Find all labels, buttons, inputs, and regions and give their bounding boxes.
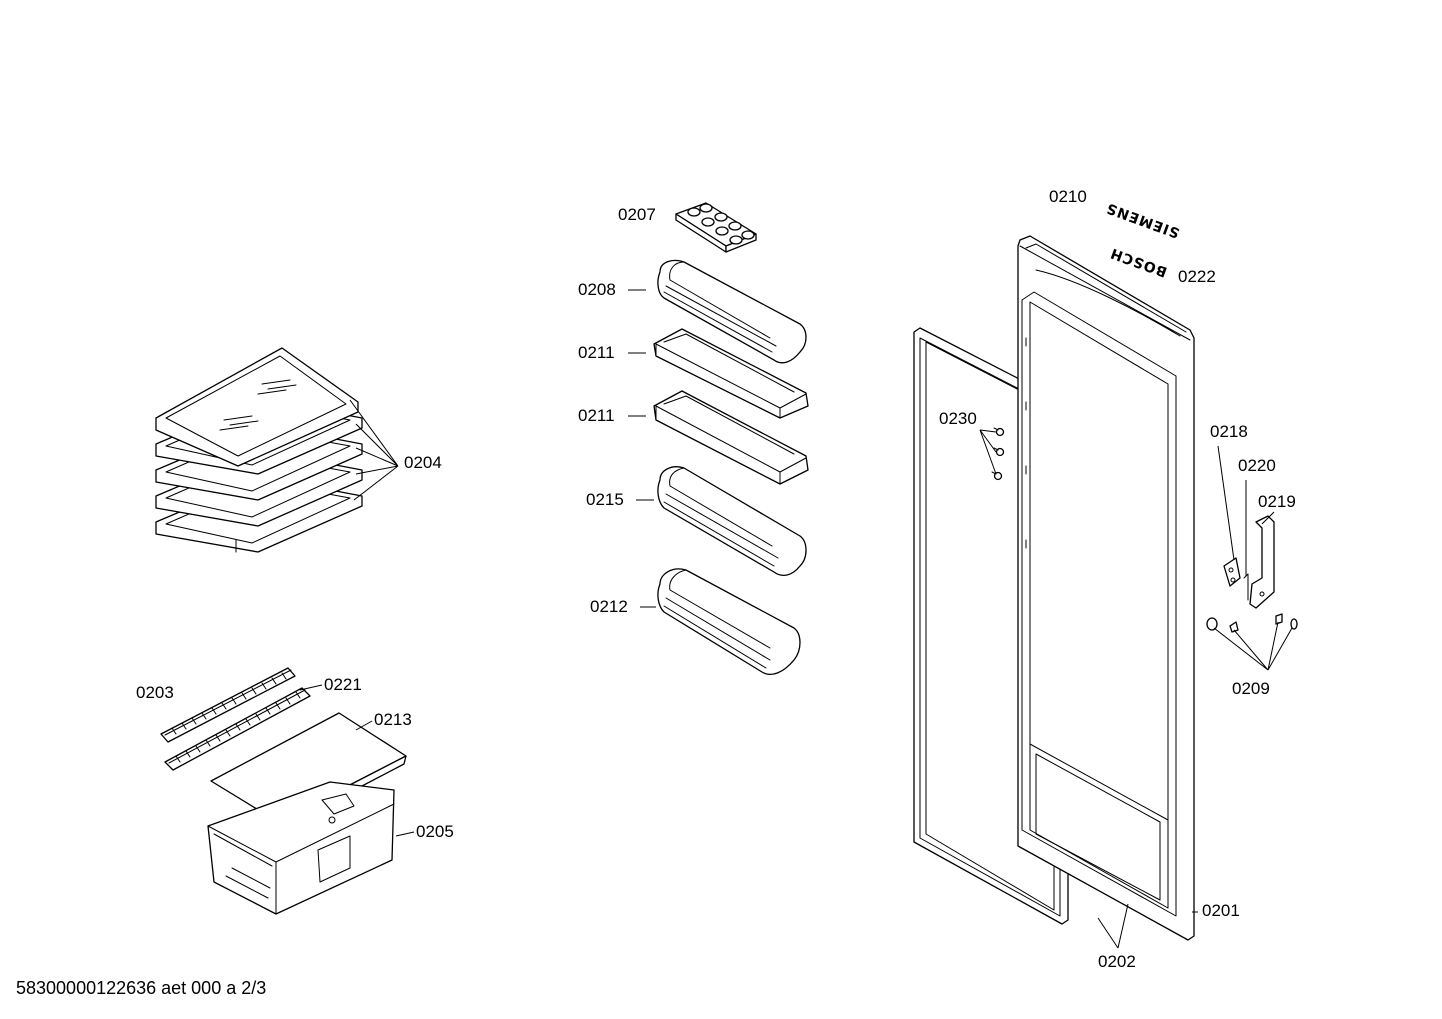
callout-0211-b: 0211 (578, 406, 615, 425)
callout-0202: 0202 (1098, 952, 1136, 971)
crisper-strip-0221 (164, 687, 311, 771)
screw (991, 471, 1003, 481)
leader-0221 (299, 684, 323, 691)
brand-bosch: BOSCH (1108, 244, 1170, 279)
leader-0209 (1213, 621, 1293, 671)
cap (1206, 617, 1218, 631)
egg-tray (675, 202, 757, 253)
door-shelf-0208 (657, 259, 807, 364)
leader-0218 (1217, 445, 1235, 561)
callout-0222: 0222 (1178, 267, 1216, 286)
door-screws (991, 427, 1005, 481)
callout-0210: 0210 (1049, 187, 1087, 206)
crisper-strip-0203 (160, 667, 296, 743)
callout-0213: 0213 (374, 710, 412, 729)
cap (1290, 618, 1298, 630)
door-shelf-0211-upper (653, 328, 809, 419)
leader-0219 (1261, 511, 1275, 525)
leader-0213 (355, 720, 373, 731)
callout-0215: 0215 (586, 490, 624, 509)
callout-0203: 0203 (136, 683, 174, 702)
callout-0201: 0201 (1202, 901, 1240, 920)
callout-0204: 0204 (404, 453, 442, 472)
door-shelf-0212 (657, 568, 801, 675)
screw (1275, 613, 1283, 625)
door-shelf-0215 (657, 466, 807, 577)
document-id: 58300000122636 aet 000 a 2/3 (16, 978, 267, 998)
leader-0202 (1097, 903, 1129, 949)
callout-0209: 0209 (1232, 679, 1270, 698)
glass-shelf-top (155, 347, 359, 467)
glass-shelves-stack (155, 347, 363, 553)
callout-0211-a: 0211 (578, 343, 615, 362)
hinge-fasteners-0209 (1206, 613, 1298, 633)
callout-0205: 0205 (416, 822, 454, 841)
callout-0219: 0219 (1258, 492, 1296, 511)
screw (993, 447, 1005, 457)
screw (1229, 621, 1239, 633)
door-shelf-0211-lower (653, 390, 809, 485)
hinge-pin-0220 (1243, 573, 1249, 601)
door-panel (1017, 235, 1195, 941)
leader-0205 (395, 831, 415, 837)
callout-0207: 0207 (618, 205, 656, 224)
callout-0220: 0220 (1238, 456, 1276, 475)
hinge-plate-0218 (1223, 557, 1241, 587)
leader-0204 (349, 399, 399, 501)
callout-0212: 0212 (590, 597, 628, 616)
callout-0221: 0221 (324, 675, 362, 694)
screw (993, 427, 1005, 437)
brand-siemens: SIEMENS (1104, 199, 1182, 240)
leader-0230 (979, 429, 997, 475)
callout-0230: 0230 (939, 409, 977, 428)
callout-0218: 0218 (1210, 422, 1248, 441)
hinge-bracket-0219 (1249, 515, 1275, 609)
crisper-drawer (207, 781, 395, 915)
callout-0208: 0208 (578, 280, 616, 299)
